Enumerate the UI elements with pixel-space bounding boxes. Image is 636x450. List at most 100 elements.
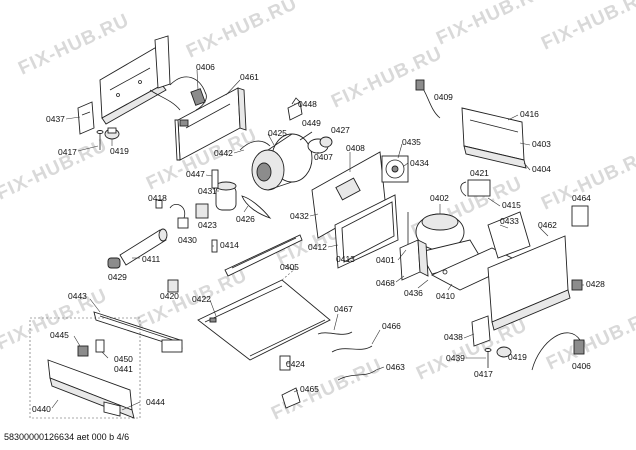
part-0421-relay xyxy=(460,179,491,197)
label-0419-lower: 0419 xyxy=(508,352,527,362)
label-0429: 0429 xyxy=(108,272,127,282)
part-0419-fastener-lower xyxy=(496,346,512,358)
label-0419: 0419 xyxy=(110,146,129,156)
label-0420: 0420 xyxy=(160,291,179,301)
label-0428: 0428 xyxy=(586,279,605,289)
part-0463-cable xyxy=(337,369,377,381)
label-0468: 0468 xyxy=(376,278,395,288)
label-0412: 0412 xyxy=(308,242,327,252)
label-0407: 0407 xyxy=(314,152,333,162)
label-0414: 0414 xyxy=(220,240,239,250)
label-0440: 0440 xyxy=(32,404,51,414)
part-0405-rail xyxy=(224,234,303,277)
watermark: FIX-HUB.RU xyxy=(538,0,636,55)
label-0463: 0463 xyxy=(386,362,405,372)
part-0417-screw xyxy=(96,130,104,150)
label-0445: 0445 xyxy=(50,330,69,340)
label-0424: 0424 xyxy=(286,359,305,369)
label-0467: 0467 xyxy=(334,304,353,314)
part-0433-plate xyxy=(487,211,531,259)
label-0415: 0415 xyxy=(502,200,521,210)
part-0406-cable-lower xyxy=(531,332,585,371)
label-0426: 0426 xyxy=(236,214,255,224)
watermark: FIX-HUB.RU xyxy=(15,10,132,80)
label-0401: 0401 xyxy=(376,255,395,265)
part-0466-cable xyxy=(331,345,373,353)
label-0403: 0403 xyxy=(532,139,551,149)
label-0408: 0408 xyxy=(346,143,365,153)
part-0428-clip xyxy=(571,279,583,291)
label-0433: 0433 xyxy=(500,216,519,226)
part-0422-tray xyxy=(197,267,331,361)
label-0430: 0430 xyxy=(178,235,197,245)
part-0409-cable xyxy=(415,79,441,119)
label-0413: 0413 xyxy=(336,254,355,264)
label-0465: 0465 xyxy=(300,384,319,394)
label-0447: 0447 xyxy=(186,169,205,179)
part-0429-plug xyxy=(107,257,121,269)
label-0466: 0466 xyxy=(382,321,401,331)
label-0425: 0425 xyxy=(268,128,287,138)
part-0465-clip xyxy=(281,387,301,409)
part-0444-part xyxy=(103,401,121,417)
watermark: FIX-HUB.RU xyxy=(433,0,550,50)
part-0402-compressor xyxy=(415,213,483,275)
part-0420-clip xyxy=(167,279,179,293)
label-0402: 0402 xyxy=(430,193,449,203)
label-0418: 0418 xyxy=(148,193,167,203)
label-0443: 0443 xyxy=(68,291,87,301)
label-0417: 0417 xyxy=(58,147,77,157)
part-top-bracket xyxy=(99,35,207,125)
watermark: FIX-HUB.RU xyxy=(0,135,111,205)
label-0444: 0444 xyxy=(146,397,165,407)
label-0406-lower: 0406 xyxy=(572,361,591,371)
label-0464: 0464 xyxy=(572,193,591,203)
label-0431: 0431 xyxy=(198,186,217,196)
part-0411-tube xyxy=(119,228,168,266)
part-0408-board xyxy=(311,151,386,239)
watermark: FIX-HUB.RU xyxy=(183,0,300,63)
label-0422: 0422 xyxy=(192,294,211,304)
label-0462: 0462 xyxy=(538,220,557,230)
label-0439: 0439 xyxy=(446,353,465,363)
label-0409: 0409 xyxy=(434,92,453,102)
labels: 0406 0461 0437 0417 0419 0448 0449 0425 … xyxy=(32,62,605,414)
watermark: FIX-HUB.RU xyxy=(328,43,445,113)
label-0438: 0438 xyxy=(444,332,463,342)
part-0423-bracket xyxy=(195,203,209,219)
part-0468-box xyxy=(399,239,429,281)
label-0423: 0423 xyxy=(198,220,217,230)
label-0449: 0449 xyxy=(302,118,321,128)
part-0419-fastener xyxy=(104,127,120,140)
part-0442-cable xyxy=(239,140,271,151)
label-0434: 0434 xyxy=(410,158,429,168)
part-0425-fan-motor xyxy=(251,131,313,191)
part-0447-strip xyxy=(211,169,219,189)
part-0461-cover xyxy=(174,87,247,161)
label-0435: 0435 xyxy=(402,137,421,147)
label-0410: 0410 xyxy=(436,291,455,301)
label-0461: 0461 xyxy=(240,72,259,82)
label-0450: 0450 xyxy=(114,354,133,364)
part-0403-panel xyxy=(461,107,527,169)
part-0437-bracket xyxy=(77,101,95,135)
watermark: FIX-HUB.RU xyxy=(0,285,111,355)
part-0438-bracket xyxy=(471,315,491,347)
part-0418-clip xyxy=(155,199,163,209)
part-0467-cable xyxy=(317,331,353,335)
label-0404: 0404 xyxy=(532,164,551,174)
part-0407-cylinder xyxy=(307,136,333,154)
part-0412-evaporator xyxy=(334,194,399,269)
part-0464-module xyxy=(571,205,589,227)
part-0431-cylinder xyxy=(215,181,237,211)
label-0427: 0427 xyxy=(331,125,350,135)
label-0442: 0442 xyxy=(214,148,233,158)
watermark: FIX-HUB.RU xyxy=(538,145,636,215)
label-0448: 0448 xyxy=(298,99,317,109)
part-0462-side-panel xyxy=(487,235,571,331)
label-0421: 0421 xyxy=(470,168,489,178)
label-0416: 0416 xyxy=(520,109,539,119)
label-0405: 0405 xyxy=(280,262,299,272)
part-0417-screw-lower xyxy=(484,348,492,368)
